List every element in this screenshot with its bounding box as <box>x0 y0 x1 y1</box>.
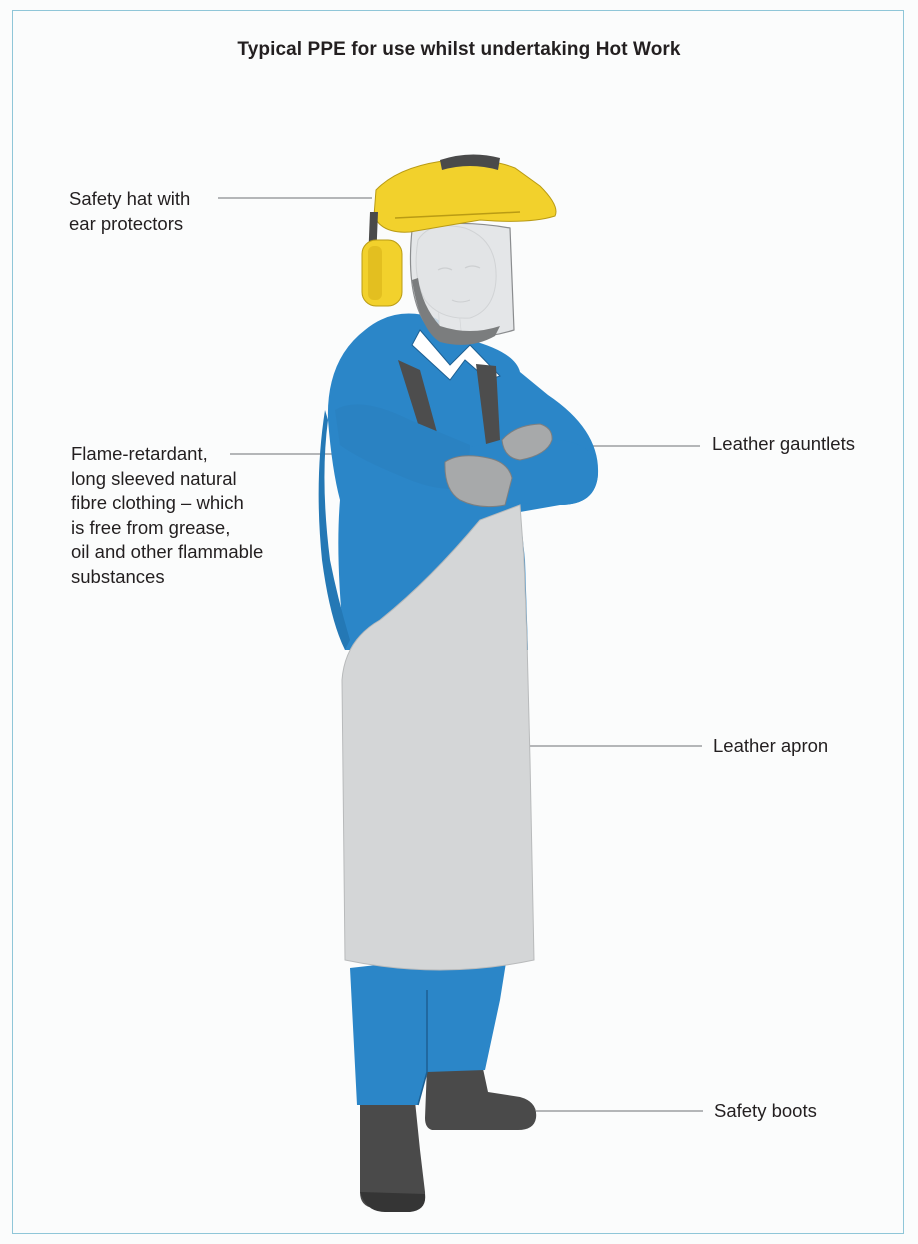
label-gauntlets: Leather gauntlets <box>712 432 855 457</box>
label-boots: Safety boots <box>714 1099 817 1124</box>
safety-hat <box>374 154 556 232</box>
label-apron: Leather apron <box>713 734 828 759</box>
label-clothing: Flame-retardant, long sleeved natural fi… <box>71 442 331 589</box>
label-safety-hat: Safety hat with ear protectors <box>69 187 190 236</box>
